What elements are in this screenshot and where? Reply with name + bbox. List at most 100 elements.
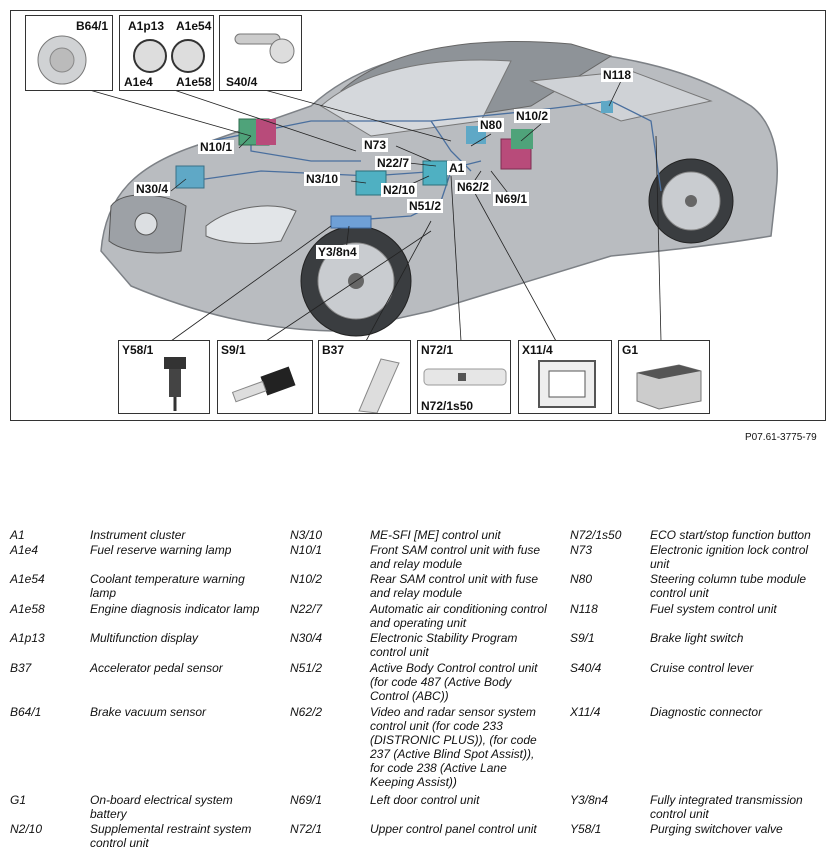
legend-code: B64/1	[10, 705, 42, 719]
callout-n22-7: N22/7	[375, 156, 412, 170]
instrument-cluster-image	[133, 39, 205, 73]
car-illustration	[85, 41, 778, 342]
legend-code: G1	[10, 793, 27, 807]
legend-description: Engine diagnosis indicator lamp	[90, 602, 260, 616]
legend-code: X11/4	[570, 705, 601, 719]
callout-label: A1e54	[176, 19, 212, 33]
legend-code: A1e54	[10, 572, 45, 586]
legend-code: N69/1	[290, 793, 323, 807]
legend-description: Cruise control lever	[650, 661, 754, 675]
pedal-image	[358, 358, 400, 413]
callout-n80: N80	[478, 118, 505, 132]
connector-image	[538, 360, 596, 408]
callout-label: S40/4	[226, 75, 258, 89]
callout-label: Y58/1	[122, 343, 154, 357]
callout-label: B37	[322, 343, 345, 357]
brake-booster-image	[37, 35, 87, 85]
legend-code: N30/4	[290, 631, 323, 645]
valve-image	[164, 357, 186, 411]
legend-code: N10/1	[290, 543, 323, 557]
legend-code: N72/1	[290, 822, 323, 836]
legend-description: Automatic air conditioning control and o…	[370, 602, 547, 630]
callout-n10-1: N10/1	[198, 140, 235, 154]
legend-description: ECO start/stop function button	[650, 528, 811, 542]
legend-description: Left door control unit	[370, 793, 480, 807]
legend-code: B37	[10, 661, 32, 675]
legend-code: N73	[570, 543, 593, 557]
callout-n30-4: N30/4	[134, 182, 171, 196]
legend-description: Multifunction display	[90, 631, 199, 645]
legend-code: A1	[10, 528, 25, 542]
legend-code: N2/10	[10, 822, 43, 836]
legend-code: N22/7	[290, 602, 323, 616]
callout-n51-2: N51/2	[407, 199, 444, 213]
callout-label: A1p13	[128, 19, 165, 33]
legend-description: Brake vacuum sensor	[90, 705, 207, 719]
inset-accelerator-pedal: B37	[318, 340, 411, 414]
inset-instrument-cluster: A1p13 A1e54 A1e4 A1e58	[119, 15, 214, 91]
callout-a1: A1	[447, 161, 467, 175]
figure-reference: P07.61-3775-79	[745, 432, 817, 443]
legend-description: On-board electrical system battery	[90, 793, 233, 821]
callout-label: N72/1s50	[421, 399, 474, 413]
callout-label: A1e58	[176, 75, 212, 89]
legend-description: Electronic ignition lock control unit	[650, 543, 809, 571]
callout-y3-8n4: Y3/8n4	[316, 245, 359, 259]
callout-n69-1: N69/1	[493, 192, 530, 206]
legend-code: N118	[570, 602, 598, 616]
legend-description: Front SAM control unit with fuse and rel…	[370, 543, 541, 571]
legend-description: ME-SFI [ME] control unit	[370, 528, 501, 542]
windshield	[320, 59, 512, 137]
control-panel-image	[423, 368, 507, 386]
legend-code: Y3/8n4	[570, 793, 609, 807]
callout-n10-2: N10/2	[514, 109, 551, 123]
callout-label: X11/4	[522, 343, 553, 357]
legend-description: Accelerator pedal sensor	[90, 661, 223, 675]
legend-description: Brake light switch	[650, 631, 744, 645]
legend-code: N51/2	[290, 661, 323, 675]
inset-purging-valve: Y58/1	[118, 340, 210, 414]
legend-description: Instrument cluster	[90, 528, 186, 542]
headlight	[205, 205, 297, 244]
callout-label: A1e4	[124, 75, 153, 89]
callout-n3-10: N3/10	[304, 172, 341, 186]
callout-n62-2: N62/2	[455, 180, 492, 194]
inset-brake-light-switch: S9/1	[217, 340, 313, 414]
switch-image	[231, 366, 296, 403]
callout-label: B64/1	[76, 19, 109, 33]
legend-description: Upper control panel control unit	[370, 822, 537, 836]
legend-description: Fuel system control unit	[650, 602, 777, 616]
legend-description: Coolant temperature warning lamp	[90, 572, 245, 600]
side-window	[529, 70, 713, 122]
legend-code: A1e4	[10, 543, 39, 557]
legend-code: N3/10	[290, 528, 323, 542]
callout-n2-10: N2/10	[381, 183, 418, 197]
inset-brake-vacuum-sensor: B64/1	[25, 15, 113, 91]
legend-description: Electronic Stability Program control uni…	[370, 631, 518, 659]
legend-code: S9/1	[570, 631, 595, 645]
callout-label: S9/1	[221, 343, 246, 357]
legend-description: Fuel reserve warning lamp	[90, 543, 232, 557]
legend-description: Fully integrated transmission control un…	[650, 793, 803, 821]
callout-label: G1	[622, 343, 639, 357]
legend-description: Steering column tube module control unit	[650, 572, 807, 600]
legend-code: A1e58	[10, 602, 45, 616]
inset-diagnostic-connector: X11/4	[518, 340, 612, 414]
legend-code: N62/2	[290, 705, 323, 719]
callout-n73: N73	[362, 138, 389, 152]
inset-cruise-control-lever: S40/4	[219, 15, 302, 91]
legend-code: Y58/1	[570, 822, 602, 836]
inset-upper-control-panel: N72/1 N72/1s50	[417, 340, 511, 414]
legend-code: N72/1s50	[570, 528, 622, 542]
callout-n118: N118	[601, 68, 634, 82]
component-location-diagram: B64/1 A1p13 A1e54 A1e4 A1e58 S40/4 N118 …	[10, 10, 826, 421]
legend-code: N80	[570, 572, 593, 586]
legend-code: S40/4	[570, 661, 602, 675]
legend-description: Video and radar sensor system control un…	[370, 705, 537, 789]
callout-label: N72/1	[421, 343, 454, 357]
inset-battery: G1	[618, 340, 710, 414]
legend-description: Rear SAM control unit with fuse and rela…	[370, 572, 539, 600]
legend-code: A1p13	[10, 631, 45, 645]
legend-code: N10/2	[290, 572, 323, 586]
legend-description: Active Body Control control unit (for co…	[370, 661, 538, 703]
